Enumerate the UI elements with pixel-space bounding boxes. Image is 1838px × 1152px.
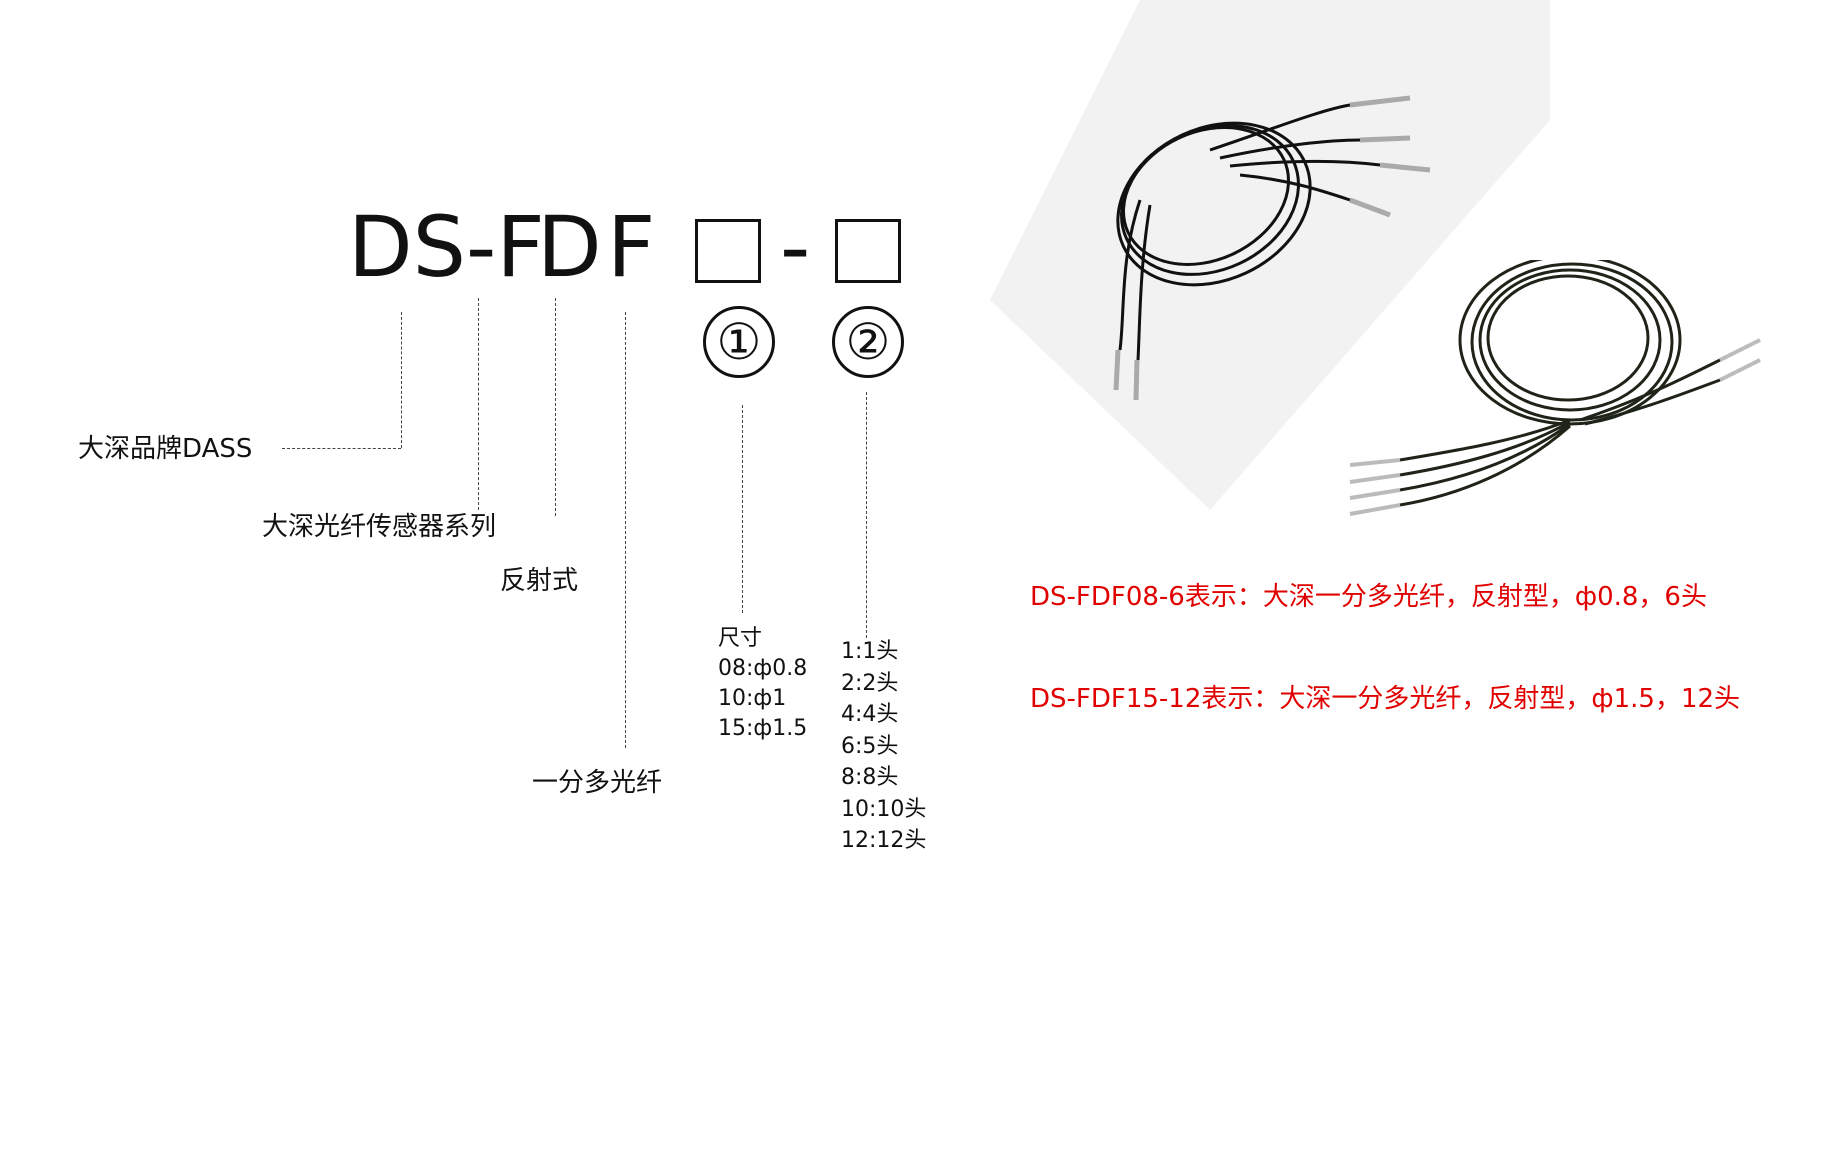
size-legend: 尺寸 08:ф0.8 10:ф1 15:ф1.5 <box>718 624 807 744</box>
size-placeholder-box <box>695 219 761 283</box>
leader-type <box>555 298 556 516</box>
leader-brand-h <box>282 448 401 449</box>
size-item: 08:ф0.8 <box>718 656 808 681</box>
size-item: 10:ф1 <box>718 686 787 711</box>
heads-item: 6:5头 <box>841 733 899 759</box>
code-prefix: DS-F <box>348 198 545 296</box>
leader-series <box>478 298 479 510</box>
label-brand: 大深品牌DASS <box>78 434 253 464</box>
code-fiber: F <box>607 198 656 296</box>
circle-1: ① <box>703 306 775 378</box>
label-type: 反射式 <box>500 566 579 596</box>
heads-item: 1:1头 <box>841 639 899 664</box>
heads-item: 2:2头 <box>841 670 899 696</box>
leader-size <box>742 405 743 613</box>
label-fiber: 一分多光纤 <box>532 768 663 798</box>
code-reflective: D <box>537 198 602 296</box>
leader-heads <box>866 392 867 638</box>
heads-item: 8:8头 <box>841 765 899 790</box>
leader-fiber <box>625 312 626 748</box>
heads-item: 10:10头 <box>841 796 927 822</box>
size-header: 尺寸 <box>718 626 763 651</box>
circle-2: ② <box>832 306 904 378</box>
product-photo-fiber-bundle <box>1349 260 1761 516</box>
example-2: DS-FDF15-12表示：大深一分多光纤，反射型，ф1.5，12头 <box>1030 684 1741 714</box>
example-1: DS-FDF08-6表示：大深一分多光纤，反射型，ф0.8，6头 <box>1030 582 1707 612</box>
product-photo-fiber-loop <box>990 0 1550 510</box>
code-separator: - <box>780 198 811 296</box>
heads-item: 12:12头 <box>841 828 927 853</box>
heads-legend: 1:1头 2:2头 4:4头 6:5头 8:8头 10:10头 12:12头 <box>841 636 926 857</box>
label-series: 大深光纤传感器系列 <box>262 512 497 542</box>
heads-placeholder-box <box>835 219 901 283</box>
leader-brand-v <box>401 312 402 448</box>
size-item: 15:ф1.5 <box>718 716 808 741</box>
heads-item: 4:4头 <box>841 702 899 727</box>
